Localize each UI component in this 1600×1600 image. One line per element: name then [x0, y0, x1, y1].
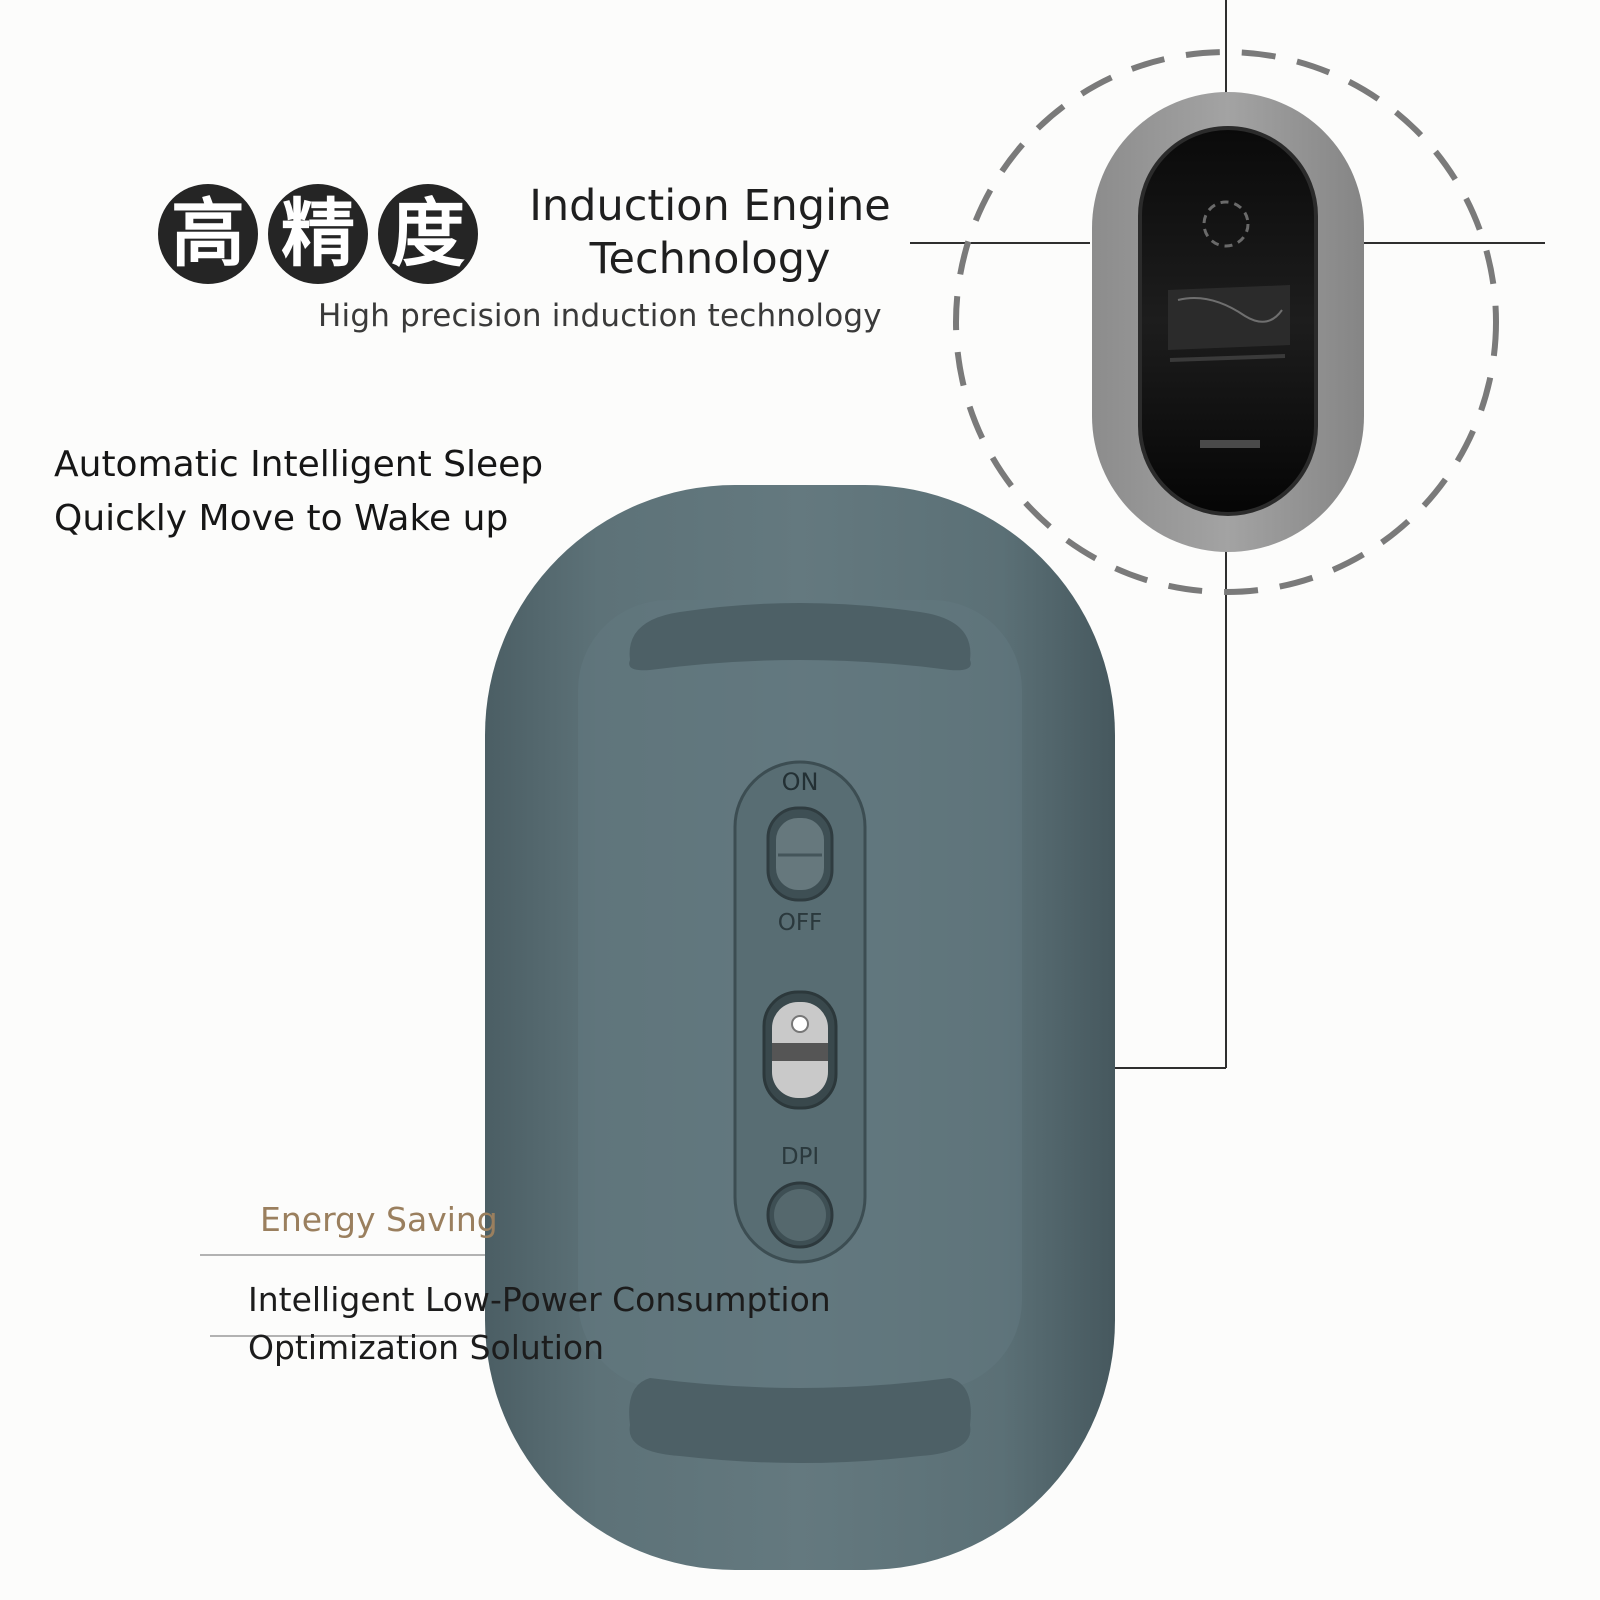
precision-badges: 高 精 度 [158, 184, 498, 284]
switch-on-label: ON [781, 768, 819, 796]
energy-saving-label: Energy Saving [260, 1200, 498, 1239]
badge-du: 度 [378, 184, 478, 284]
lowpower-line-1: Intelligent Low-Power Consumption [248, 1280, 831, 1319]
lowpower-line-2: Optimization Solution [248, 1328, 605, 1367]
sensor-zoom-circle [953, 49, 1499, 595]
title-line-2: Technology [589, 234, 831, 284]
title-line-1: Induction Engine [529, 181, 891, 231]
low-power-feature: Intelligent Low-Power Consumption Optimi… [248, 1276, 831, 1372]
top-skate [629, 603, 971, 671]
bottom-skate [629, 1378, 971, 1463]
sleep-line-2: Quickly Move to Wake up [54, 498, 509, 539]
sleep-feature: Automatic Intelligent Sleep Quickly Move… [54, 438, 543, 546]
dpi-button-icon [766, 1181, 834, 1249]
badge-jing: 精 [268, 184, 368, 284]
switch-off-label: OFF [777, 910, 823, 936]
page-title: Induction Engine Technology [520, 180, 900, 286]
optical-sensor-icon [762, 990, 838, 1110]
sensor-closeup [1092, 92, 1364, 552]
page-subtitle: High precision induction technology [318, 298, 882, 334]
power-switch-icon [766, 806, 834, 902]
dpi-label: DPI [780, 1144, 820, 1170]
sleep-line-1: Automatic Intelligent Sleep [54, 444, 544, 485]
badge-gao: 高 [158, 184, 258, 284]
